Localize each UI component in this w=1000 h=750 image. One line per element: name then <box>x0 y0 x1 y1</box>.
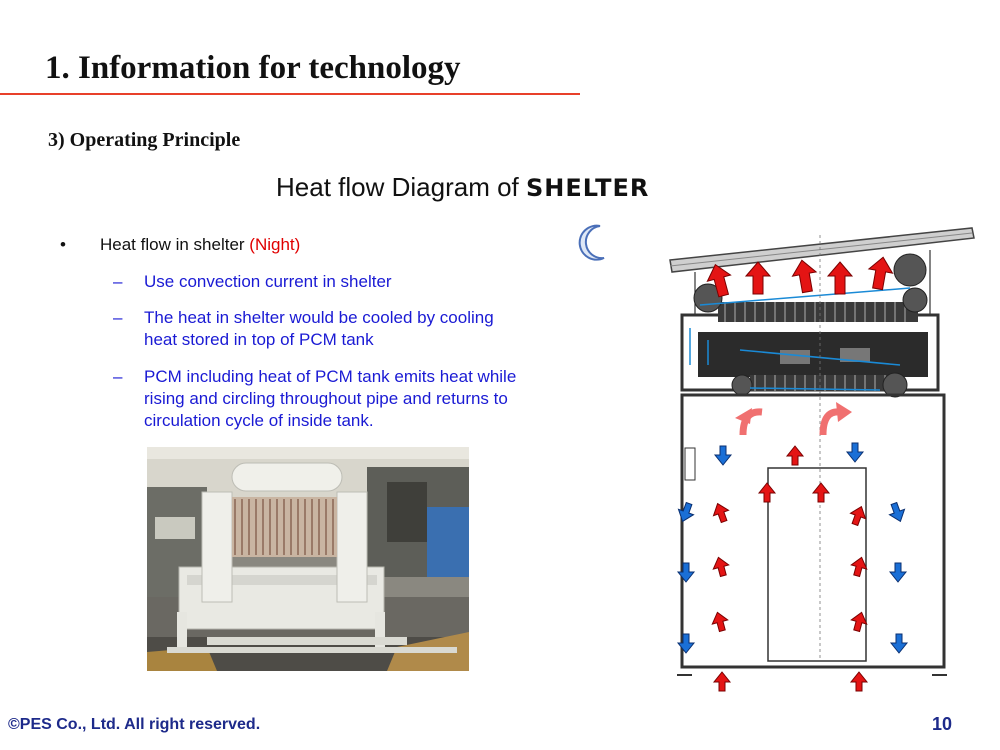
copyright-text: ©PES Co., Ltd. All right reserved. <box>8 716 261 733</box>
sub-bullet-text: PCM including heat of PCM tank emits hea… <box>144 367 517 430</box>
diagram-title: Heat flow Diagram of SHELTER <box>276 172 649 203</box>
page-number: 10 <box>932 714 953 734</box>
bullet-main-text: Heat flow in shelter <box>100 235 250 254</box>
diagram-title-prefix: Heat flow Diagram of <box>276 172 526 202</box>
title-underline <box>0 93 580 95</box>
shelter-heat-flow-diagram <box>669 227 975 692</box>
dash-marker: – <box>113 308 123 327</box>
crescent-moon-icon <box>578 224 605 261</box>
dash-marker: – <box>113 367 123 386</box>
sub-bullet-text: Use convection current in shelter <box>144 272 392 291</box>
sub-bullet-text: The heat in shelter would be cooled by c… <box>144 308 494 349</box>
bullet-marker: • <box>60 235 66 254</box>
bullet-night-label: (Night) <box>249 235 301 254</box>
bullet-text: Heat flow in shelter (Night) <box>100 235 300 255</box>
section-subtitle: 3) Operating Principle <box>48 129 241 151</box>
dash-marker: – <box>113 272 123 291</box>
slide-title: 1. Information for technology <box>45 50 461 86</box>
pcm-tank-photo <box>147 447 469 671</box>
diagram-title-bold: SHELTER <box>525 174 650 202</box>
